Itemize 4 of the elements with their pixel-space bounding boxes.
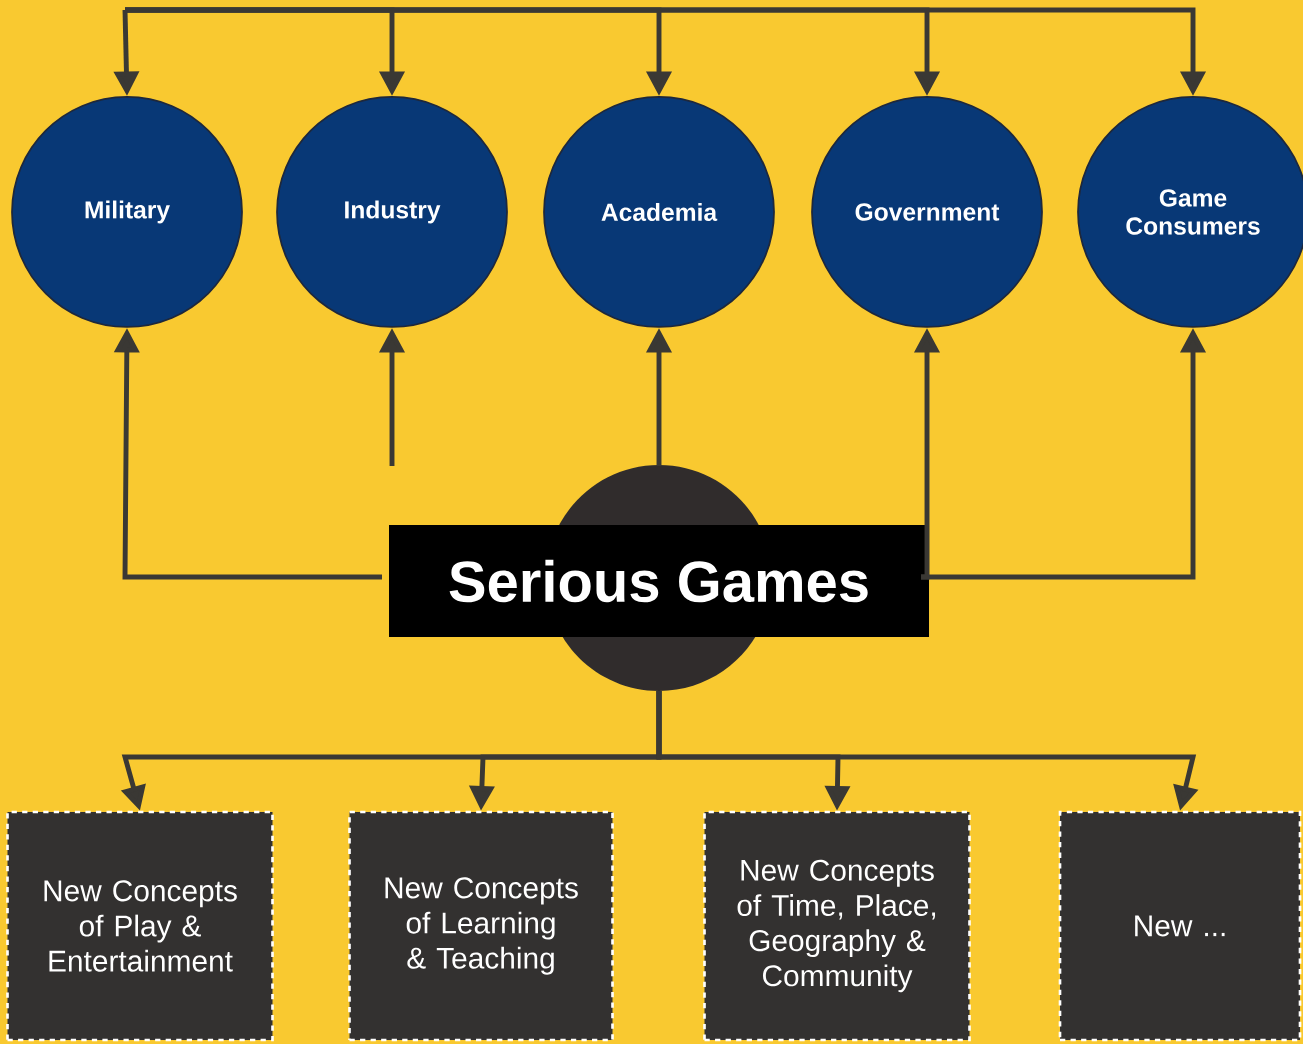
concept-box: New Concepts of Play & Entertainment	[6, 810, 274, 1042]
concept-box: New ...	[1058, 810, 1302, 1042]
concept-box: New Concepts of Time, Place, Geography & Community	[703, 810, 971, 1042]
concept-box: New Concepts of Learning & Teaching	[348, 810, 614, 1042]
